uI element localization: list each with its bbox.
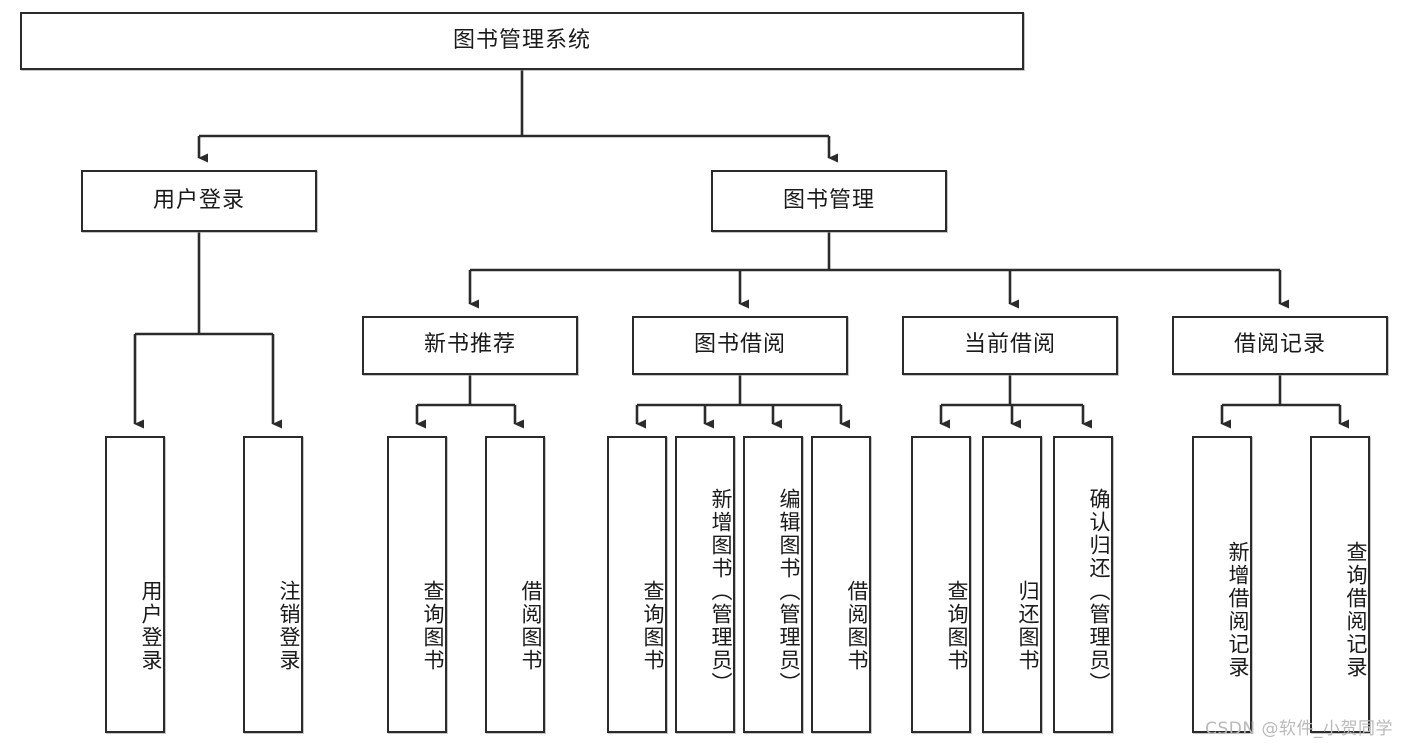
node-leaf-query-borrow-record[interactable]: 查询借阅记录 bbox=[1310, 436, 1370, 733]
node-leaf-borrow-book-1[interactable]: 借阅图书 bbox=[485, 436, 545, 733]
node-leaf-query-book-3[interactable]: 查询图书 bbox=[911, 436, 971, 733]
node-user-login[interactable]: 用户登录 bbox=[81, 170, 317, 232]
node-leaf-query-book-1[interactable]: 查询图书 bbox=[387, 436, 447, 733]
node-leaf-logout-login[interactable]: 注销登录 bbox=[243, 436, 303, 733]
node-leaf-confirm-return-admin[interactable]: 确认归还（管理员） bbox=[1053, 436, 1113, 733]
node-leaf-edit-book-admin[interactable]: 编辑图书（管理员） bbox=[743, 436, 803, 733]
watermark-credit: CSDN @软件_小贺同学 bbox=[1205, 719, 1393, 739]
node-book-management[interactable]: 图书管理 bbox=[711, 170, 947, 232]
node-root-system[interactable]: 图书管理系统 bbox=[20, 12, 1024, 70]
node-leaf-add-book-admin[interactable]: 新增图书（管理员） bbox=[675, 436, 735, 733]
node-leaf-borrow-book-2[interactable]: 借阅图书 bbox=[811, 436, 871, 733]
node-new-book-recommend[interactable]: 新书推荐 bbox=[362, 316, 578, 375]
node-leaf-user-login[interactable]: 用户登录 bbox=[105, 436, 165, 733]
node-leaf-return-book[interactable]: 归还图书 bbox=[982, 436, 1042, 733]
node-leaf-add-borrow-record[interactable]: 新增借阅记录 bbox=[1192, 436, 1252, 733]
node-book-borrow[interactable]: 图书借阅 bbox=[632, 316, 848, 375]
node-current-borrow[interactable]: 当前借阅 bbox=[902, 316, 1118, 375]
node-leaf-query-book-2[interactable]: 查询图书 bbox=[607, 436, 667, 733]
node-borrow-record[interactable]: 借阅记录 bbox=[1172, 316, 1388, 375]
